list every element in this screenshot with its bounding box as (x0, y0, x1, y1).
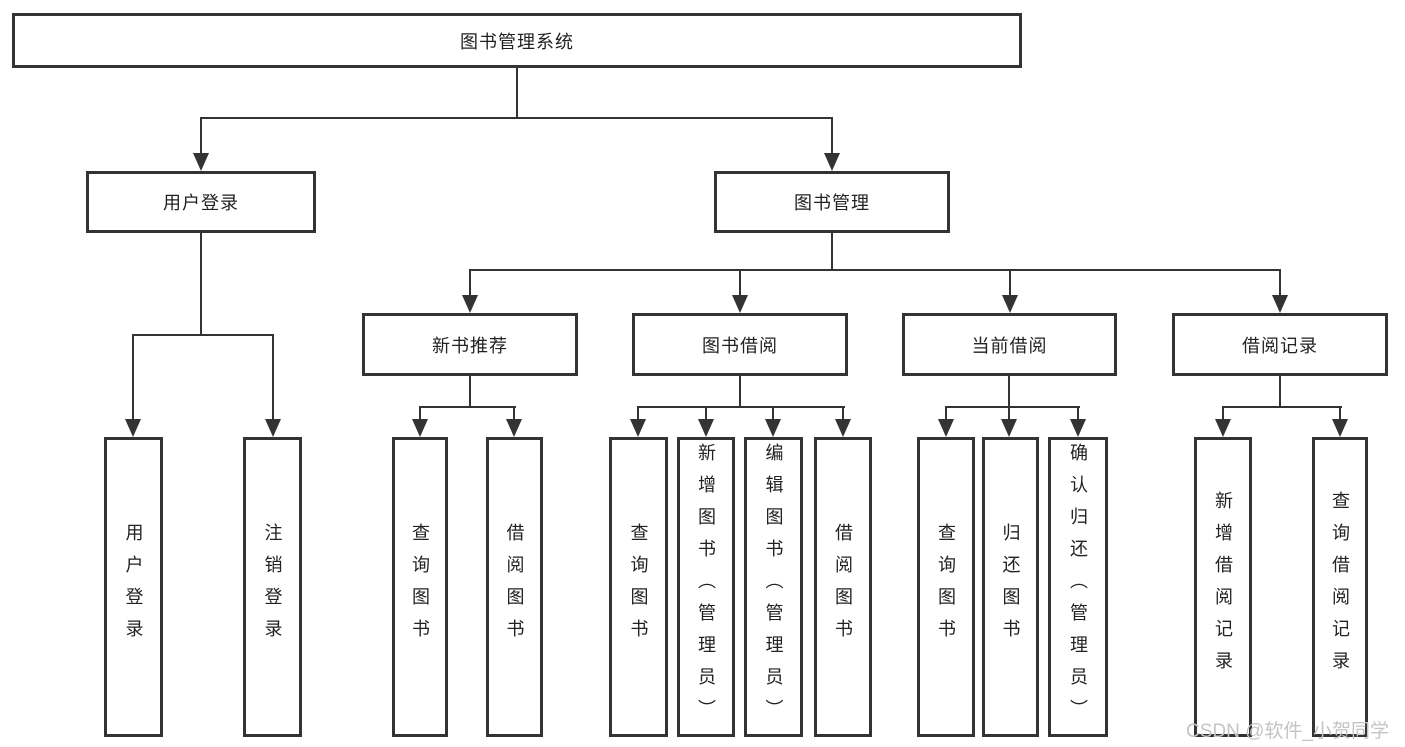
connector-line (469, 269, 1281, 271)
arrow-down-icon (1070, 419, 1086, 437)
leaf-edit-books-admin: 编辑图书（管理员） (744, 437, 803, 737)
connector-line (1222, 406, 1224, 419)
connector-line (1222, 406, 1342, 408)
connector-line (1339, 406, 1341, 419)
watermark: CSDN @软件_小贺同学 (1186, 721, 1389, 742)
node-borrowing-records: 借阅记录 (1172, 313, 1388, 376)
connector-line (637, 406, 639, 419)
node-label: 新增图书（管理员） (696, 443, 716, 731)
node-label: 注销登录 (262, 523, 283, 651)
connector-line (945, 406, 947, 419)
connector-line (200, 233, 202, 336)
connector-line (513, 406, 515, 419)
node-user-login: 用户登录 (86, 171, 316, 233)
node-label: 归还图书 (1000, 523, 1021, 651)
arrow-down-icon (125, 419, 141, 437)
leaf-query-borrow-record: 查询借阅记录 (1312, 437, 1368, 737)
node-label: 编辑图书（管理员） (763, 443, 784, 731)
leaf-return-books: 归还图书 (982, 437, 1039, 737)
node-label: 查询图书 (628, 523, 649, 651)
node-label: 图书管理 (794, 193, 870, 213)
node-label: 查询图书 (936, 523, 956, 651)
node-label: 图书管理系统 (460, 31, 574, 52)
connector-line (516, 68, 518, 118)
node-label: 确认归还（管理员） (1068, 443, 1088, 731)
leaf-query-books-borrow: 查询图书 (609, 437, 668, 737)
arrow-down-icon (1272, 295, 1288, 313)
arrow-down-icon (412, 419, 428, 437)
connector-line (132, 334, 134, 419)
node-label: 查询借阅记录 (1330, 491, 1350, 683)
arrow-down-icon (1215, 419, 1231, 437)
arrow-down-icon (835, 419, 851, 437)
connector-line (469, 376, 471, 408)
leaf-query-books-recommend: 查询图书 (392, 437, 448, 737)
arrow-down-icon (1332, 419, 1348, 437)
connector-line (1008, 376, 1010, 408)
arrow-down-icon (824, 153, 840, 171)
leaf-logout: 注销登录 (243, 437, 302, 737)
arrow-down-icon (462, 295, 478, 313)
connector-line (831, 233, 833, 271)
connector-line (272, 334, 274, 419)
node-label: 借阅图书 (504, 523, 525, 651)
node-label: 新书推荐 (432, 335, 508, 356)
node-label: 当前借阅 (971, 335, 1048, 356)
connector-line (739, 376, 741, 408)
connector-line (469, 269, 471, 295)
connector-line (1077, 406, 1079, 419)
node-label: 用户登录 (163, 193, 239, 213)
arrow-down-icon (193, 153, 209, 171)
node-book-borrowing: 图书借阅 (632, 313, 848, 376)
node-label: 查询图书 (410, 523, 430, 651)
connector-line (200, 117, 833, 119)
node-book-management: 图书管理 (714, 171, 950, 233)
node-label: 图书借阅 (702, 335, 778, 356)
arrow-down-icon (1001, 419, 1017, 437)
leaf-user-login: 用户登录 (104, 437, 163, 737)
connector-line (831, 117, 833, 155)
node-current-borrowing: 当前借阅 (902, 313, 1117, 376)
arrow-down-icon (698, 419, 714, 437)
connector-line (1279, 376, 1281, 408)
node-new-book-recommendation: 新书推荐 (362, 313, 578, 376)
arrow-down-icon (732, 295, 748, 313)
connector-line (637, 406, 845, 408)
arrow-down-icon (506, 419, 522, 437)
connector-line (132, 334, 274, 336)
connector-line (419, 406, 421, 419)
connector-line (945, 406, 1080, 408)
leaf-add-borrow-record: 新增借阅记录 (1194, 437, 1252, 737)
connector-line (1009, 269, 1011, 295)
leaf-add-books-admin: 新增图书（管理员） (677, 437, 735, 737)
connector-line (772, 406, 774, 419)
connector-line (200, 117, 202, 155)
node-label: 借阅图书 (833, 523, 853, 651)
leaf-confirm-return-admin: 确认归还（管理员） (1048, 437, 1108, 737)
leaf-borrow-books: 借阅图书 (814, 437, 872, 737)
node-library-system: 图书管理系统 (12, 13, 1022, 68)
arrow-down-icon (1002, 295, 1018, 313)
arrow-down-icon (765, 419, 781, 437)
node-label: 借阅记录 (1242, 335, 1318, 356)
node-label: 用户登录 (123, 523, 144, 651)
leaf-borrow-books-recommend: 借阅图书 (486, 437, 543, 737)
connector-line (705, 406, 707, 419)
node-label: 新增借阅记录 (1213, 491, 1233, 683)
arrow-down-icon (630, 419, 646, 437)
connector-line (842, 406, 844, 419)
arrow-down-icon (265, 419, 281, 437)
connector-line (419, 406, 516, 408)
connector-line (739, 269, 741, 295)
arrow-down-icon (938, 419, 954, 437)
connector-line (1008, 406, 1010, 419)
connector-line (1279, 269, 1281, 295)
leaf-query-books-current: 查询图书 (917, 437, 975, 737)
